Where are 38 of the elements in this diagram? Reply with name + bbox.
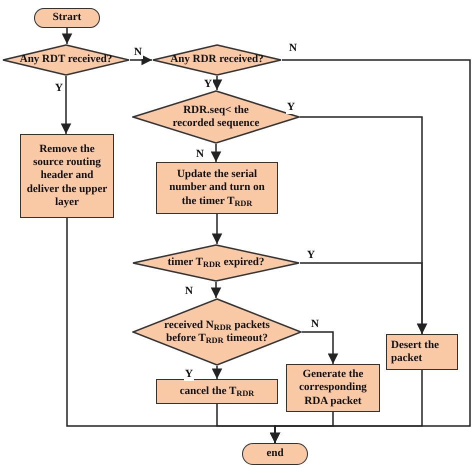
arrow [60,76,72,134]
arrow [210,144,222,162]
decision-diamond [132,90,300,144]
process-box [386,334,458,370]
edge-label: Y [184,368,194,382]
arrow [212,214,222,244]
terminal-shape [242,443,308,465]
edge-label: Y [286,101,296,114]
arrow [212,366,222,379]
edge-label: N [133,46,143,60]
node-text: RDR.seq< the recorded sequence [172,104,260,130]
arrow [212,76,222,90]
process-box [286,364,380,412]
decision-diamond [132,244,300,282]
node-text: end [266,447,284,461]
node-text: Any RDR received? [170,53,264,67]
node-text: Desert the packet [391,338,440,366]
arrow [210,282,222,298]
node-text: Strart [52,11,82,25]
process-box [156,162,278,214]
decision-diamond [2,44,130,76]
arrow [300,262,428,334]
node-text: Generate the corresponding RDA packet [298,368,368,408]
process-box [156,379,278,404]
node-text: Remove the source routing header and deliver the upper layer [26,143,108,209]
terminal-shape [34,8,100,28]
node-text: cancel the T$_{RDR}$ [180,384,254,398]
node-text: Update the serial number and turn on the timer T$_{RDR}$ [168,168,266,208]
decision-diamond [132,298,302,366]
arrow [130,54,152,66]
node-text: received N$_{RDR}$ packets before T$_{RDR}$ timeout? [163,318,271,346]
decision-diamond [152,44,282,76]
node-text: Any RDT received? [20,53,112,67]
process-box [20,134,114,218]
node-text: timer T$_{RDR}$ expired? [168,256,264,270]
arrow [270,370,423,443]
arrow [302,331,338,364]
arrow [62,28,72,44]
